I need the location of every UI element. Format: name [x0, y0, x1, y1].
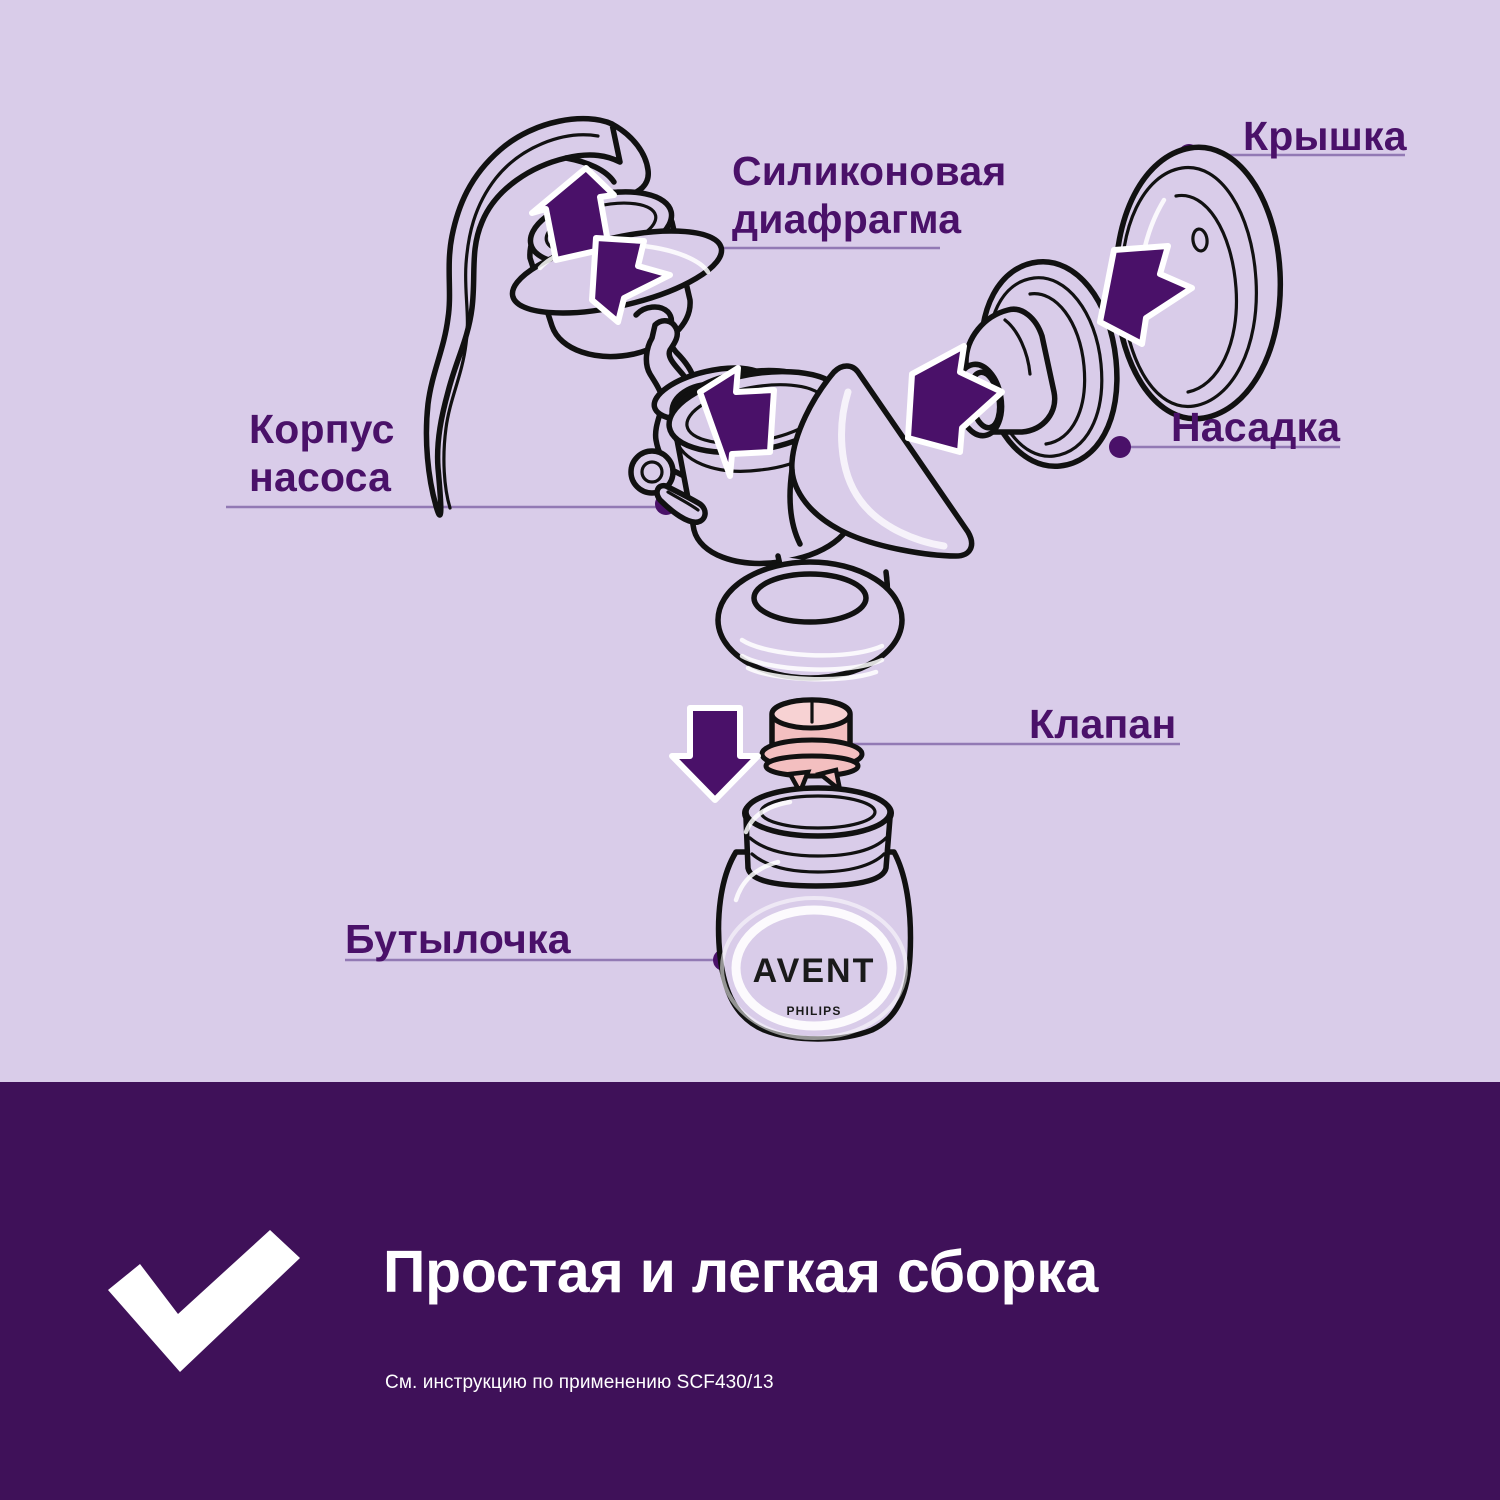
- label-bottle: Бутылочка: [345, 916, 571, 962]
- bottle-brand-text: AVENT: [753, 952, 876, 990]
- part-valve: [759, 697, 865, 798]
- assembly-arrow: [697, 365, 777, 479]
- bottle-maker-text: PHILIPS: [786, 1004, 841, 1018]
- pump-body-latch: [628, 448, 708, 525]
- check-icon: [100, 1222, 310, 1382]
- part-nozzle: [953, 259, 1120, 469]
- label-cap: Крышка: [1243, 113, 1407, 159]
- assembly-arrow: [905, 343, 1005, 455]
- assembly-arrow: [589, 235, 673, 325]
- label-silicone-diaphragm: Силиконовая диафрагма: [732, 148, 1007, 243]
- assembly-arrow: [1097, 243, 1195, 347]
- assembly-arrow: [669, 705, 761, 803]
- footer-headline: Простая и легкая сборка: [383, 1239, 1098, 1305]
- exploded-diagram: .ol { fill:none; stroke:#111; stroke-wid…: [226, 115, 1405, 1042]
- part-handle: [423, 115, 651, 518]
- part-funnel: [715, 363, 975, 682]
- label-valve: Клапан: [1029, 701, 1177, 747]
- label-nozzle: Насадка: [1171, 404, 1341, 450]
- label-pump-body: Корпус насоса: [249, 406, 395, 501]
- check-icon-svg: [108, 1230, 300, 1372]
- part-bottle: AVENT PHILIPS: [715, 785, 914, 1042]
- part-cap: [1112, 144, 1284, 422]
- footer-subline: См. инструкцию по применению SCF430/13: [385, 1372, 774, 1393]
